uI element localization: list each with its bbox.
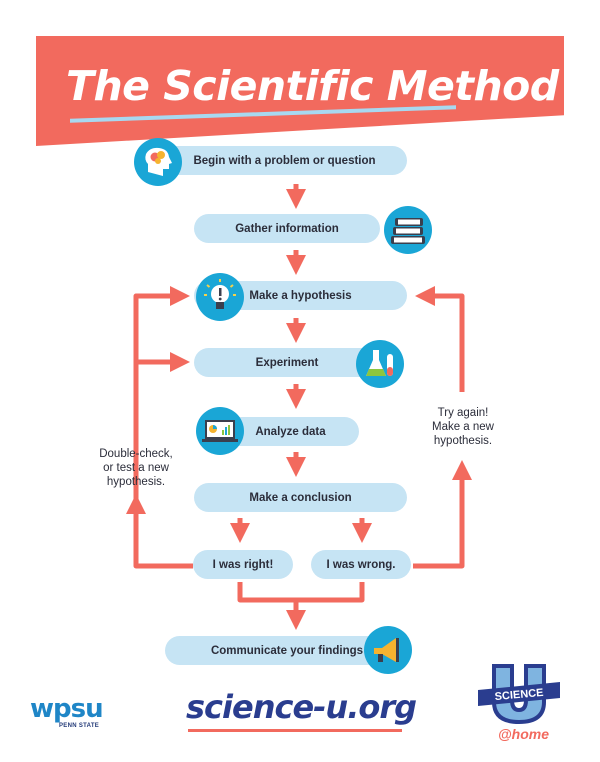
loop-left-outer: [133, 286, 193, 569]
step-analyze: Analyze data: [222, 417, 359, 446]
step-conclusion: Make a conclusion: [194, 483, 407, 512]
wpsu-logo-sub: PENN STATE: [59, 723, 100, 729]
step-right: I was right!: [193, 550, 293, 579]
lab-flasks-icon: [356, 340, 404, 388]
step-wrong: I was wrong.: [311, 550, 411, 579]
loop-right-line: hypothesis.: [433, 435, 493, 447]
laptop-chart-icon: [196, 407, 244, 455]
page-title: The Scientific Method: [66, 62, 559, 110]
loop-right-line: Try again!: [437, 407, 489, 419]
light-bulb-icon: [196, 273, 244, 321]
site-underline: [188, 729, 402, 732]
loop-left-label: Double-check, or test a new hypothesis.: [92, 447, 180, 489]
step-experiment: Experiment: [194, 348, 380, 377]
loop-right-line: Make a new: [431, 421, 494, 433]
step-gather: Gather information: [194, 214, 380, 243]
loop-right: [413, 460, 472, 569]
science-band-text: SCIENCE: [494, 687, 544, 703]
loop-right-top: [415, 286, 465, 392]
science-u-home: @home: [498, 726, 549, 742]
megaphone-icon: [364, 626, 412, 674]
step-begin: Begin with a problem or question: [162, 146, 407, 175]
site-url: science-u.org: [186, 688, 417, 726]
loop-left-line: hypothesis.: [106, 476, 166, 488]
loop-right-label: Try again! Make a new hypothesis.: [424, 406, 502, 448]
wpsu-logo: wpsu: [30, 694, 104, 724]
head-with-brain-icon: [134, 138, 182, 186]
loop-left-line: or test a new: [103, 462, 169, 474]
stack-of-books-icon: [384, 206, 432, 254]
loop-left-line: Double-check,: [99, 448, 173, 460]
arrow-merge-communicate: [237, 582, 365, 620]
science-u-logo: SCIENCE: [478, 664, 560, 724]
